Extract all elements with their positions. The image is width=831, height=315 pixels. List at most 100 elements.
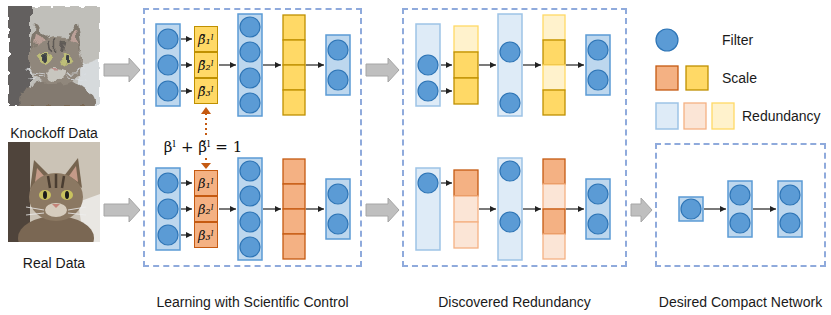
arrow	[479, 208, 496, 209]
arrow	[441, 182, 452, 183]
arrow	[263, 64, 281, 65]
dashed-region: Discovered Redundancy	[402, 8, 627, 267]
filter-column	[156, 24, 180, 106]
caption: Knockoff Data	[10, 125, 98, 142]
legend-text: Scale	[722, 70, 757, 87]
scale-cell	[283, 90, 305, 115]
cat-photo	[8, 142, 100, 242]
arrow	[753, 208, 776, 209]
redundant-column	[416, 24, 440, 106]
filter-column	[238, 14, 262, 116]
filter	[500, 42, 520, 62]
dotted-arrow	[205, 114, 207, 135]
legend-text: Filter	[722, 32, 753, 49]
filter	[780, 185, 800, 205]
scale-cell	[283, 234, 305, 259]
legend-text: Redundancy	[742, 108, 821, 125]
caption: Desired Compact Network	[659, 294, 822, 311]
compact-network	[679, 181, 802, 237]
scale-cell	[283, 184, 305, 209]
redundant-scale	[454, 222, 478, 248]
scale-box: β₁ˡ	[194, 170, 218, 196]
redundancy-sample	[684, 103, 706, 129]
filter	[240, 161, 260, 181]
real-photo	[8, 142, 100, 242]
scale-sample	[656, 66, 678, 90]
scale-cell	[283, 209, 305, 234]
arrow	[181, 182, 192, 183]
constraint-formula: βˡ + β̃ˡ = 1	[164, 138, 242, 156]
filter	[328, 70, 348, 90]
scale-cell	[283, 40, 305, 65]
arrow	[181, 64, 192, 65]
filter	[158, 173, 178, 193]
filter	[500, 93, 520, 113]
scale-cell	[283, 65, 305, 90]
redundancy-sample	[656, 103, 678, 129]
filter	[418, 55, 438, 75]
block-arrow	[104, 198, 140, 222]
scale-label: β₁ˡ	[198, 177, 214, 190]
scale-box: β₃ˡ	[194, 222, 218, 248]
redundant-scale	[543, 65, 565, 90]
filter-column	[326, 179, 350, 239]
arrow	[219, 64, 236, 65]
scale-cell	[454, 52, 478, 78]
network	[416, 14, 610, 116]
filter	[730, 213, 750, 233]
arrow	[181, 90, 192, 91]
block-arrow	[104, 58, 140, 82]
arrow-head	[201, 107, 211, 114]
filter	[240, 237, 260, 257]
network	[416, 158, 610, 260]
filter	[500, 212, 520, 232]
cat-photo	[8, 6, 100, 106]
scale-label: β₃ˡ	[198, 229, 214, 242]
filter	[240, 186, 260, 206]
filter-column	[238, 158, 262, 260]
redundant-column	[416, 168, 440, 250]
scale-label: β̃₁ˡ	[198, 33, 214, 46]
filter	[588, 40, 608, 60]
arrow	[219, 208, 236, 209]
arrow	[523, 208, 541, 209]
scale-cell	[283, 15, 305, 40]
filter	[158, 55, 178, 75]
arrow	[306, 208, 324, 209]
scale-sample	[686, 66, 708, 90]
filter	[158, 225, 178, 245]
dashed-region: Learning with Scientific Controlβ̃₁ˡβ̃₂ˡ…	[143, 8, 362, 267]
filter	[240, 42, 260, 62]
filter	[730, 185, 750, 205]
glass-tint	[8, 6, 100, 106]
redundant-scale	[543, 184, 565, 209]
block-arrow	[366, 58, 399, 82]
filter	[588, 214, 608, 234]
filter-column	[679, 197, 703, 221]
network	[156, 14, 350, 116]
arrow	[566, 64, 584, 65]
scale-label: β₂ˡ	[198, 203, 214, 216]
filter-sample	[656, 29, 678, 51]
filter	[240, 93, 260, 113]
filter	[328, 184, 348, 204]
dashed-region: Desired Compact Network	[655, 143, 826, 267]
redundancy-sample	[712, 103, 734, 129]
arrow	[566, 208, 584, 209]
dotted-arrow	[205, 158, 207, 163]
arrow-head	[201, 163, 211, 169]
filter	[588, 184, 608, 204]
redundant-scale	[454, 26, 478, 52]
arrow	[523, 64, 541, 65]
filter	[158, 29, 178, 49]
filter	[500, 161, 520, 181]
scale-cell	[543, 40, 565, 65]
redundant-scale	[543, 15, 565, 40]
scale-cell	[283, 159, 305, 184]
filter-column	[586, 35, 610, 95]
arrow	[441, 64, 452, 65]
filter	[240, 68, 260, 88]
redundant-column	[498, 14, 522, 116]
filter	[158, 81, 178, 101]
